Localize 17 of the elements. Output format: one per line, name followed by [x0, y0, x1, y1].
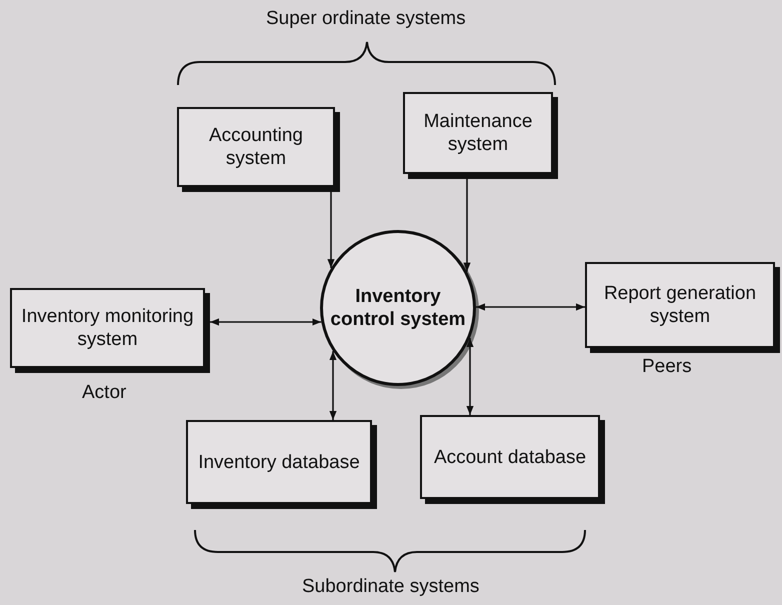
arrow: [327, 192, 335, 268]
role-label: Actor: [82, 382, 126, 404]
arrow: [466, 338, 474, 415]
arrow: [463, 179, 471, 272]
node-label: Account database: [434, 446, 586, 468]
arrow: [210, 318, 322, 326]
node-label: Inventory control system: [329, 285, 467, 331]
node-label: Inventory database: [198, 450, 360, 474]
role-label: Peers: [642, 356, 692, 378]
group-label: Subordinate systems: [302, 576, 480, 598]
node-label: Inventory monitoring system: [20, 305, 195, 351]
group-label: Super ordinate systems: [266, 8, 466, 30]
node-label: Accounting system: [208, 124, 304, 170]
node-label: Maintenance system: [422, 110, 534, 156]
node-label: Report generation system: [602, 282, 758, 328]
arrow: [476, 303, 585, 311]
arrow: [329, 351, 337, 420]
